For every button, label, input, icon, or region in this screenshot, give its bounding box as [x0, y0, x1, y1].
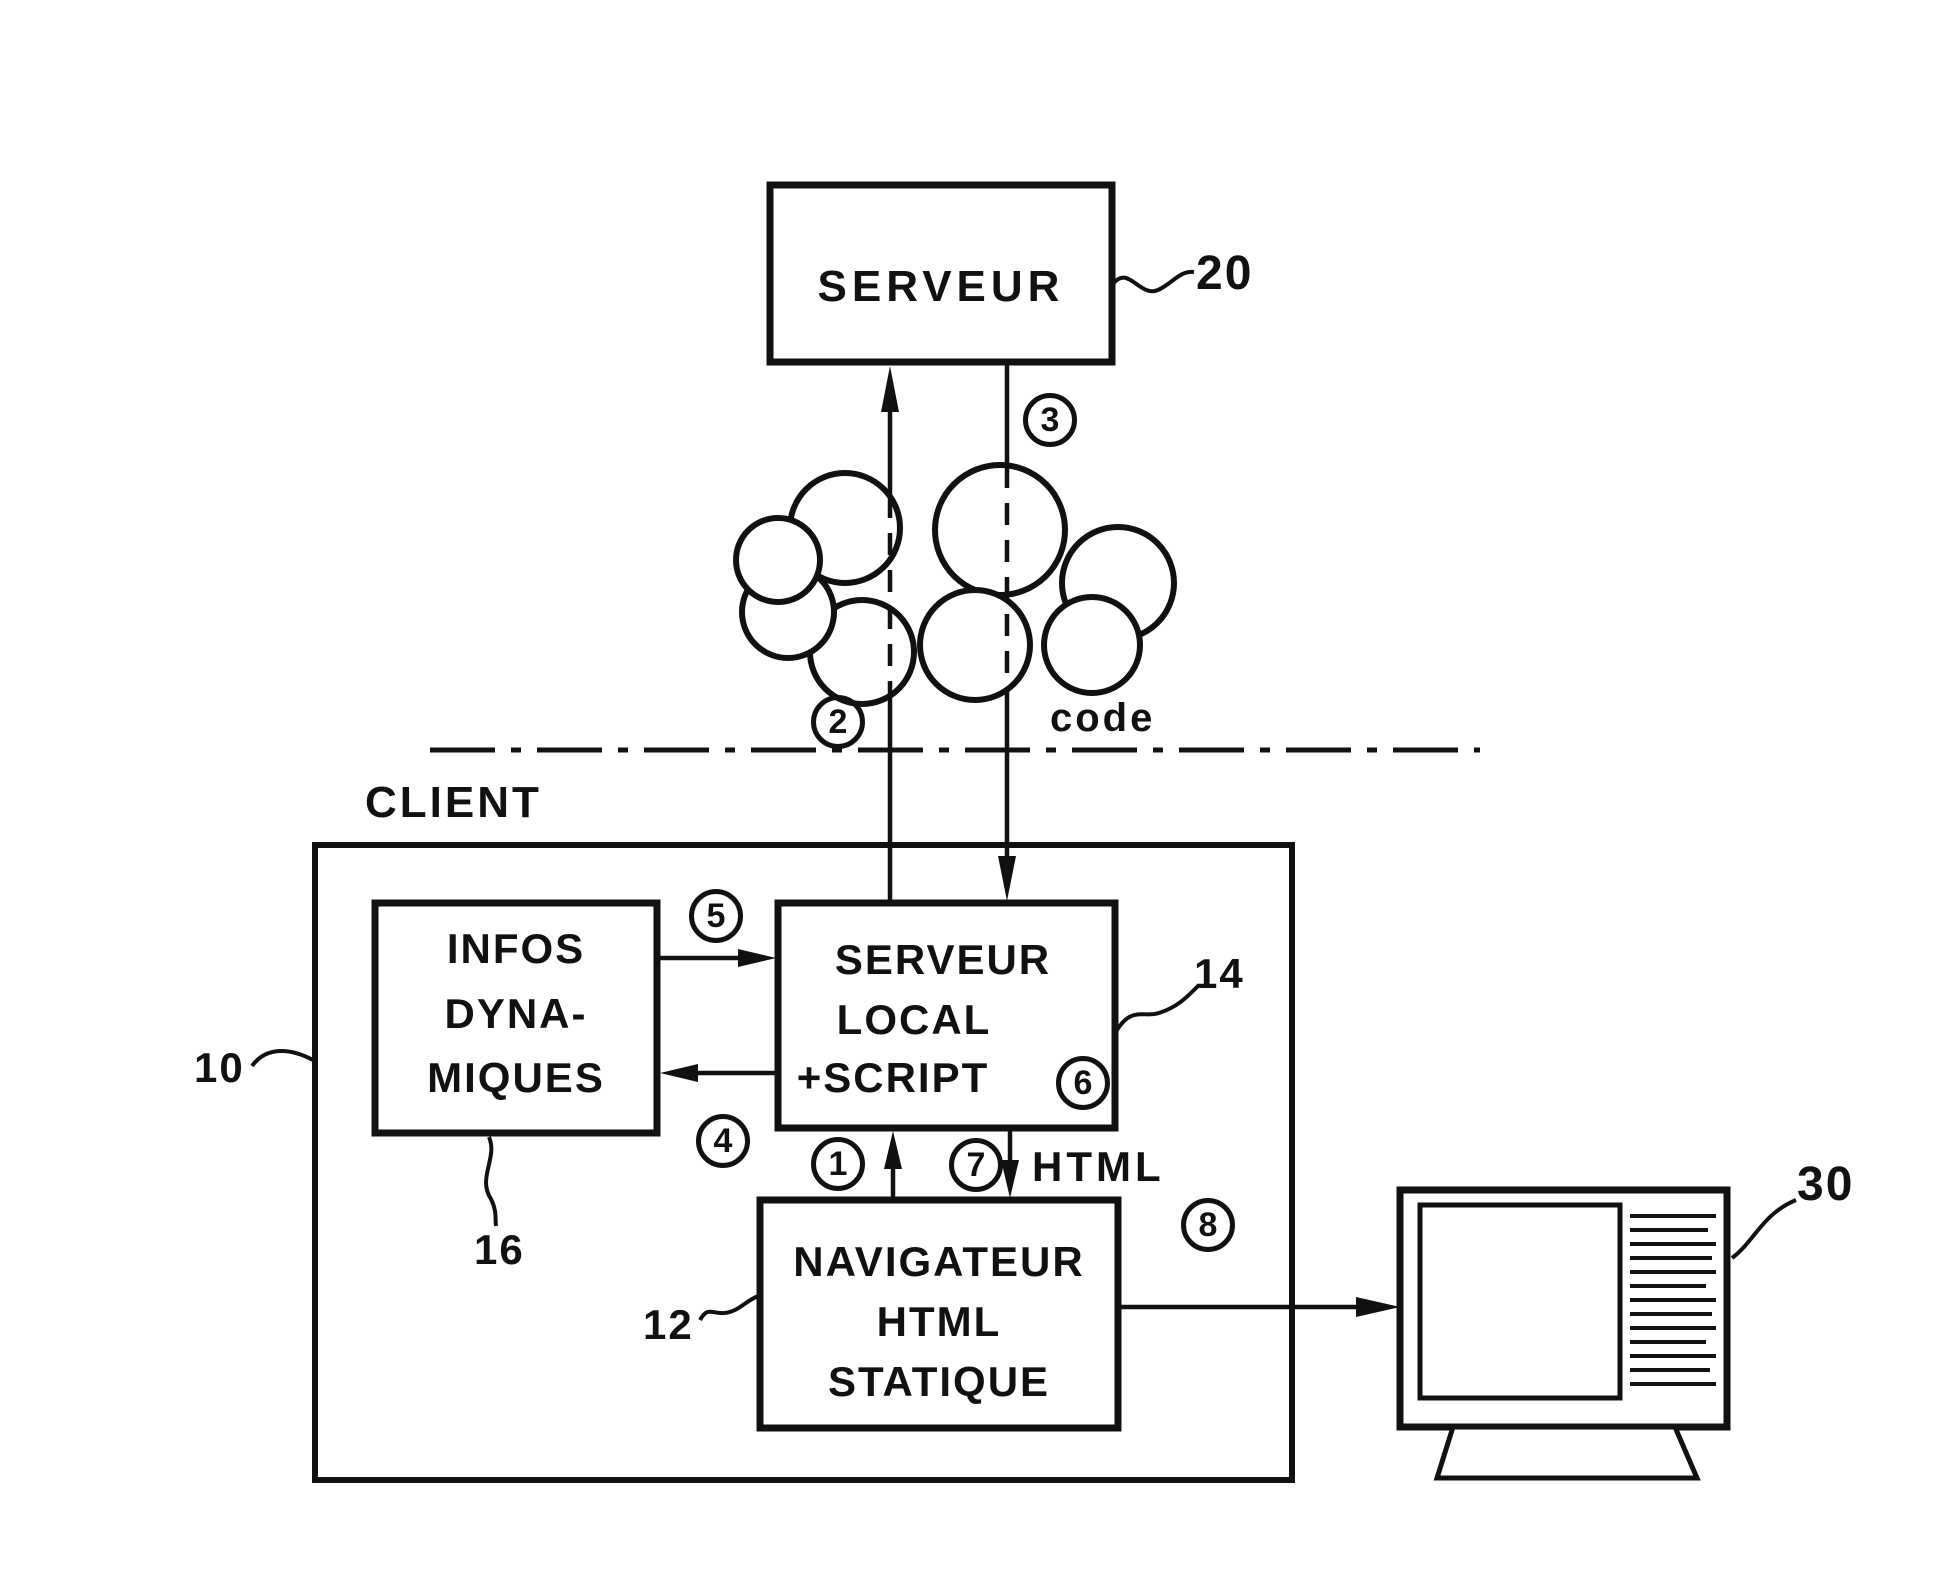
- step-circle-2: 2: [811, 695, 865, 749]
- ref-14: 14: [1194, 950, 1245, 997]
- browser-to-monitor-arrowhead-icon: [1356, 1297, 1400, 1317]
- downlink-arrowhead-icon: [998, 856, 1016, 901]
- uplink-arrowhead-icon: [881, 366, 899, 412]
- step-circle-4: 4: [696, 1114, 750, 1168]
- local-to-infos-arrowhead-icon: [660, 1064, 698, 1082]
- leader-20: [1111, 269, 1195, 294]
- ref-30: 30: [1797, 1158, 1855, 1211]
- step-circle-5: 5: [689, 889, 743, 943]
- server-box-outline: [766, 181, 1116, 366]
- browser-box-line3: STATIQUE: [827, 1358, 1051, 1405]
- client-zone-label: CLIENT: [365, 778, 542, 827]
- step-circle-7: 7: [949, 1138, 1003, 1192]
- leader-14: [1115, 984, 1200, 1032]
- step-circle-3: 3: [1023, 393, 1077, 447]
- reference-leader-lines: [250, 269, 1797, 1322]
- local-to-browser-arrowhead-icon: [1001, 1160, 1019, 1198]
- infos-to-local-arrowhead-icon: [738, 949, 776, 967]
- leader-12: [698, 1294, 759, 1322]
- client-box-outline: [312, 842, 1295, 1483]
- browser-to-local-arrowhead-icon: [884, 1131, 902, 1169]
- network-cloud: [733, 462, 1177, 707]
- local-server-box-line3: +SCRIPT: [796, 1054, 990, 1101]
- infos-box-line3: MIQUES: [427, 1054, 605, 1101]
- ref-12: 12: [643, 1301, 694, 1348]
- leader-30: [1730, 1198, 1797, 1260]
- browser-box-outline: [756, 1196, 1122, 1432]
- local-server-box-line1: SERVEUR: [834, 936, 1052, 983]
- local-server-box-line2: LOCAL: [836, 996, 992, 1043]
- code-flow-label: code: [1050, 696, 1156, 740]
- ref-16: 16: [474, 1226, 525, 1273]
- html-flow-label: HTML: [1032, 1143, 1165, 1190]
- leader-10: [250, 1049, 314, 1068]
- browser-box-line2: HTML: [876, 1298, 1002, 1345]
- ref-20: 20: [1196, 247, 1254, 300]
- ref-10: 10: [194, 1044, 245, 1091]
- step-circle-6: 6: [1056, 1056, 1110, 1110]
- leader-16: [484, 1136, 498, 1227]
- step-circle-8: 8: [1181, 1198, 1235, 1252]
- infos-box-line2: DYNA-: [444, 990, 588, 1037]
- step-circle-1: 1: [811, 1137, 865, 1191]
- browser-box-line1: NAVIGATEUR: [793, 1238, 1085, 1285]
- infos-box-line1: INFOS: [446, 925, 586, 972]
- monitor-icon: [1396, 1186, 1731, 1481]
- infos-box-outline: [371, 899, 661, 1137]
- server-box-label: SERVEUR: [817, 262, 1065, 311]
